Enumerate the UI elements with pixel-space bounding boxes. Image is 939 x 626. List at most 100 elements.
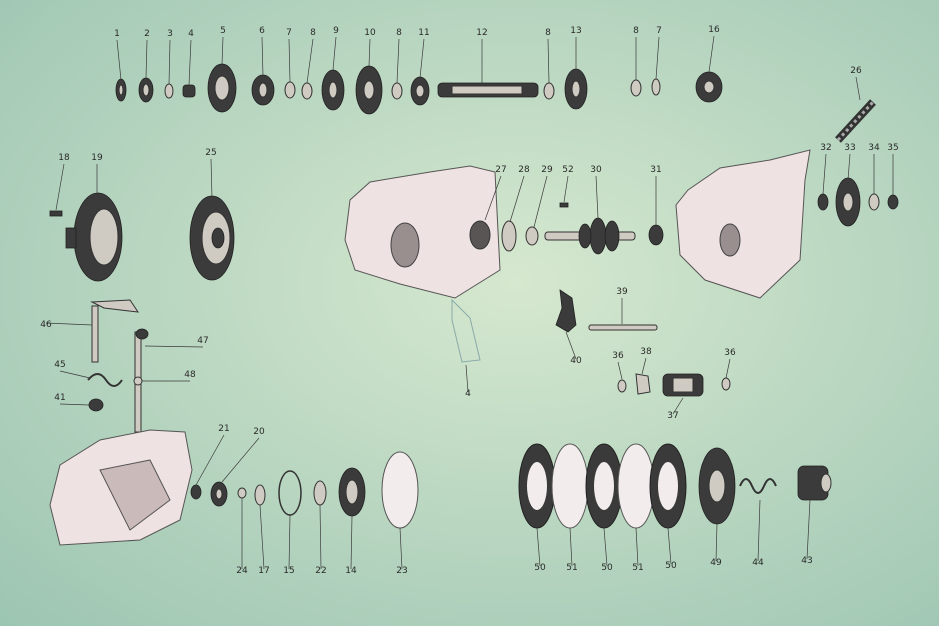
part-number-label: 20 xyxy=(253,427,265,437)
part-number-label: 9 xyxy=(333,26,339,36)
leader-line xyxy=(419,38,425,79)
leader-line xyxy=(368,38,371,67)
part-22-washer xyxy=(313,480,327,506)
part-45-spring xyxy=(87,373,123,387)
part-number-label: 51 xyxy=(632,563,643,573)
leader-line xyxy=(806,499,811,560)
part-clutch-cover xyxy=(49,429,193,546)
part-26-chain xyxy=(835,99,876,143)
part-number-label: 2 xyxy=(144,29,150,39)
part-number-label: 45 xyxy=(54,360,65,370)
part-3-washer xyxy=(164,83,174,99)
part-4x-shift-fork-ghost xyxy=(451,298,481,363)
part-52-key xyxy=(559,202,569,208)
part-7-circlip xyxy=(284,81,296,99)
part-27-crankcase-left xyxy=(344,165,501,363)
part-number-label: 50 xyxy=(665,561,677,571)
part-number-label: 33 xyxy=(844,143,855,153)
part-17-circlip xyxy=(254,484,266,506)
leader-line xyxy=(45,322,93,326)
part-number-label: 43 xyxy=(801,556,812,566)
part-number-label: 17 xyxy=(258,566,269,576)
part-number-label: 3 xyxy=(167,29,173,39)
leader-line xyxy=(533,175,548,228)
middle-row-parts xyxy=(49,149,899,433)
part-32-seal xyxy=(817,193,829,211)
part-4-bush xyxy=(182,84,196,98)
leader-line xyxy=(221,36,224,66)
part-number-label: 50 xyxy=(601,563,613,573)
leader-line xyxy=(396,38,400,84)
part-number-label: 35 xyxy=(887,143,898,153)
part-number-label: 31 xyxy=(650,165,661,175)
part-number-label: 28 xyxy=(518,165,530,175)
leader-line xyxy=(708,35,715,73)
leader-line xyxy=(145,39,148,79)
part-number-label: 4 xyxy=(188,29,194,39)
part-number-label: 48 xyxy=(184,370,196,380)
part-number-label: 37 xyxy=(667,411,678,421)
part-18-bolt xyxy=(49,210,63,217)
leader-lines xyxy=(45,35,894,570)
leader-line xyxy=(563,175,569,203)
leader-line xyxy=(55,163,65,211)
part-8b-washer xyxy=(391,82,403,100)
part-51b-steel-plate xyxy=(617,443,655,529)
part-36a-washer xyxy=(617,379,627,393)
part-40-shift-fork xyxy=(555,289,577,333)
part-number-label: 7 xyxy=(286,28,292,38)
part-number-label: 13 xyxy=(570,26,581,36)
part-number-label: 32 xyxy=(820,143,831,153)
part-number-label: 10 xyxy=(364,28,376,38)
part-number-label: 49 xyxy=(710,558,722,568)
part-44-spring xyxy=(739,478,777,494)
part-number-label: 29 xyxy=(541,165,553,175)
part-number-label: 25 xyxy=(205,148,216,158)
part-number-label: 52 xyxy=(562,165,573,175)
part-23-pressure-plate xyxy=(381,451,419,529)
bottom-row-parts xyxy=(49,429,832,546)
leader-line xyxy=(536,527,541,567)
leader-line xyxy=(855,76,861,101)
leader-line xyxy=(617,361,623,380)
part-48-washer xyxy=(133,376,143,386)
leader-line xyxy=(116,39,122,81)
part-19-clutch-drum xyxy=(65,192,123,282)
leader-line xyxy=(332,36,337,71)
leader-line xyxy=(306,38,314,84)
part-number-label: 47 xyxy=(197,336,208,346)
part-number-label: 40 xyxy=(570,356,582,366)
part-number-label: 16 xyxy=(708,25,720,35)
leader-line xyxy=(210,158,213,199)
leader-line xyxy=(641,357,647,375)
top-row-parts xyxy=(115,63,876,143)
part-number-label: 8 xyxy=(545,28,551,38)
part-crankcase-right xyxy=(675,149,811,299)
part-number-label: 21 xyxy=(218,424,229,434)
leader-line xyxy=(725,358,731,379)
leader-line xyxy=(569,527,573,567)
part-21-plug xyxy=(190,484,202,500)
leader-line xyxy=(822,153,827,195)
leader-line xyxy=(221,437,260,483)
part-number-label: 7 xyxy=(656,26,662,36)
part-number-label: 39 xyxy=(616,287,628,297)
part-number-label: 8 xyxy=(633,26,639,36)
part-41-cap xyxy=(88,398,104,412)
part-number-label: 27 xyxy=(495,165,506,175)
leader-line xyxy=(399,527,403,570)
part-number-label: 8 xyxy=(310,28,316,38)
leader-line xyxy=(195,434,225,486)
part-number-label: 26 xyxy=(850,66,862,76)
part-number-label: 23 xyxy=(396,566,407,576)
part-37-selector-drum xyxy=(662,373,704,397)
part-number-label: 18 xyxy=(58,153,70,163)
part-number-label: 12 xyxy=(476,28,487,38)
leader-line xyxy=(350,515,353,570)
part-number-label: 30 xyxy=(590,165,602,175)
part-24-nut xyxy=(237,487,247,499)
leader-line xyxy=(168,39,171,85)
part-number-label: 4 xyxy=(465,389,471,399)
leader-line xyxy=(655,36,660,80)
leader-line xyxy=(509,175,525,223)
